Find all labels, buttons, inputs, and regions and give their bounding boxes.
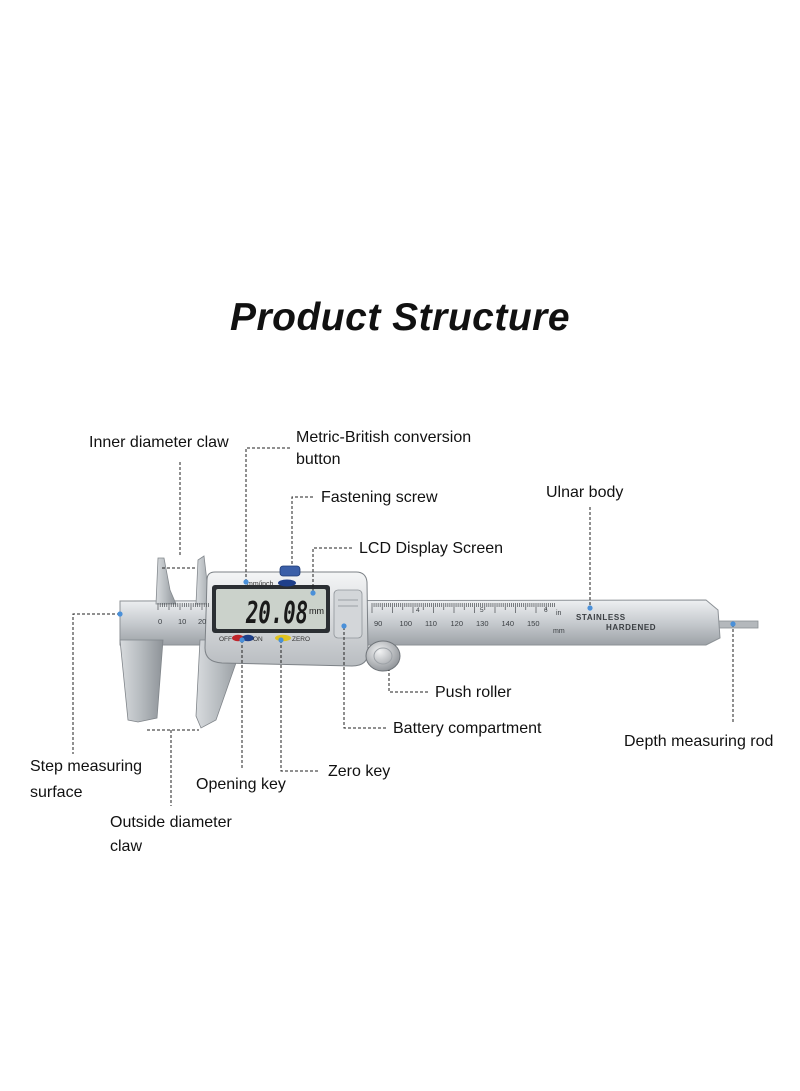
scale-top-labels: 0 10 20 — [158, 617, 206, 626]
label-outside-line2: claw — [110, 838, 143, 855]
mminch-label: mm/inch — [247, 581, 274, 588]
marker-dot-icon — [310, 590, 316, 596]
leader-battery — [343, 626, 386, 729]
marker-dot-icon — [117, 611, 123, 617]
scale-main-labels: 90 100 110 120 130 140 150 — [374, 619, 540, 628]
lcd-reading: 20.08 — [245, 596, 308, 631]
label-conversion-line2: button — [296, 451, 341, 468]
leader-roller — [388, 670, 428, 693]
fastening-screw — [279, 565, 301, 577]
scale-label: 150 — [527, 619, 540, 628]
on-button — [242, 634, 254, 642]
scale-label: 5 — [480, 607, 484, 614]
on-label: ON — [253, 636, 263, 643]
label-battery: Battery compartment — [393, 720, 542, 737]
stamp-stainless: STAINLESS — [576, 613, 626, 622]
label-step-line2: surface — [30, 784, 83, 801]
marker-dot-icon — [278, 637, 284, 643]
label-fastening-screw: Fastening screw — [321, 489, 438, 506]
label-inner-claw: Inner diameter claw — [89, 434, 229, 451]
marker-dot-icon — [730, 621, 736, 627]
scale-label: 6 — [544, 607, 548, 614]
scale-label: 110 — [425, 619, 437, 628]
leader-zero — [280, 640, 320, 772]
unit-mm: mm — [553, 628, 565, 635]
leader-lcd — [312, 547, 352, 593]
push-roller — [365, 640, 401, 672]
scale-ticks — [157, 603, 555, 613]
off-label: OFF — [219, 636, 232, 643]
scale-label: 0 — [158, 617, 162, 626]
inner-claw-fixed — [155, 557, 177, 605]
label-step-line1: Step measuring — [30, 758, 143, 775]
marker-dot-icon — [341, 623, 347, 629]
battery-cover — [333, 589, 363, 639]
unit-in: in — [556, 610, 562, 617]
scale-inch-labels: 4 5 6 — [416, 607, 548, 614]
leader-conversion — [245, 447, 290, 582]
outside-claw-fixed — [119, 639, 164, 723]
lcd-unit: mm — [309, 606, 324, 616]
label-depth-rod: Depth measuring rod — [624, 733, 774, 750]
page-title: Product Structure — [229, 296, 571, 339]
label-conversion-line1: Metric-British conversion — [296, 429, 472, 446]
scale-label: 130 — [476, 619, 489, 628]
scale-label: 100 — [400, 619, 413, 628]
scale-label: 140 — [502, 619, 515, 628]
stamp-hardened: HARDENED — [606, 623, 656, 632]
label-lcd-screen: LCD Display Screen — [359, 540, 504, 557]
label-outside-line1: Outside diameter — [110, 814, 232, 831]
label-push-roller: Push roller — [435, 684, 512, 701]
caliper — [119, 555, 759, 729]
label-zero-key: Zero key — [328, 763, 391, 780]
label-opening-key: Opening key — [196, 776, 286, 793]
lcd-screen — [216, 589, 326, 629]
leader-lines — [72, 447, 734, 806]
leader-step — [72, 613, 120, 754]
scale-label: 120 — [451, 619, 464, 628]
leader-screw — [291, 496, 313, 566]
marker-dot-icon — [239, 637, 245, 643]
scale-label: 10 — [178, 617, 186, 626]
scale-label: 20 — [198, 617, 206, 626]
label-ulnar-body: Ulnar body — [546, 484, 624, 501]
marker-dot-icon — [587, 605, 593, 611]
marker-dot-icon — [243, 579, 249, 585]
scale-label: 90 — [374, 619, 382, 628]
zero-label: ZERO — [292, 636, 310, 643]
mminch-button — [278, 579, 296, 587]
marker-dots — [117, 579, 736, 643]
scale-label: 4 — [416, 607, 420, 614]
